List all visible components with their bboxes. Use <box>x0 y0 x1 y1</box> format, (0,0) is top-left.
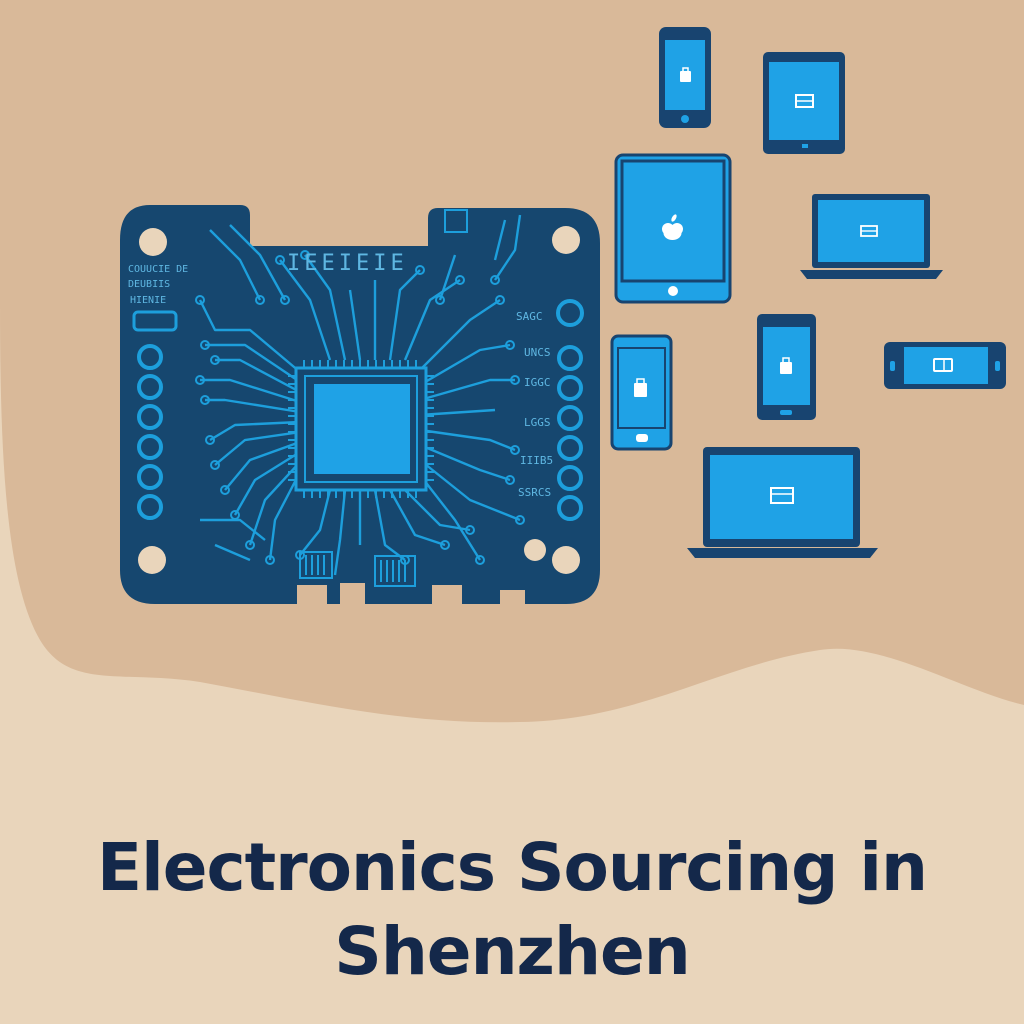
bag-icon <box>634 378 647 397</box>
silkscreen-text: IEEIEIE COUUCIE DE DEUBIIS HIENIE SAGC U… <box>128 251 553 499</box>
board-right-label: SAGC <box>516 310 543 323</box>
laptop-device <box>687 447 878 558</box>
chip-pins <box>288 360 434 498</box>
board-right-label: IGGC <box>524 376 551 389</box>
vias <box>195 250 525 565</box>
board-right-label: SSRCS <box>518 486 551 499</box>
board-left-label: HIENIE <box>130 295 166 306</box>
microchip <box>288 360 434 498</box>
board-right-label: IIIB5 <box>520 454 553 467</box>
circuit-board: IEEIEIE COUUCIE DE DEUBIIS HIENIE SAGC U… <box>120 205 600 604</box>
board-top-marks: IEEIEIE <box>287 251 408 276</box>
phone-device <box>610 334 673 451</box>
circuit-traces <box>198 214 522 576</box>
window-icon <box>860 225 878 237</box>
phone-device <box>757 314 816 420</box>
title-line-1: Electronics Sourcing in <box>96 829 928 907</box>
window-icon <box>795 94 814 108</box>
left-connector <box>132 310 178 332</box>
bag-icon <box>780 357 792 374</box>
window-icon <box>770 487 794 504</box>
board-components <box>299 209 468 587</box>
bag-icon <box>680 67 691 82</box>
title-line-2: Shenzhen <box>334 913 690 991</box>
tablet-device <box>763 52 845 154</box>
right-pin-header <box>556 299 584 521</box>
left-pin-header <box>137 344 163 520</box>
tablet-device <box>614 153 732 304</box>
board-right-label: UNCS <box>524 346 551 359</box>
board-left-label: DEUBIIS <box>128 279 170 290</box>
board-left-label: COUUCIE DE <box>128 264 188 275</box>
board-right-label: LGGS <box>524 416 551 429</box>
mounting-holes <box>138 226 580 574</box>
laptop-device <box>800 194 943 279</box>
devices <box>610 27 1006 558</box>
apple-logo-icon <box>662 214 683 240</box>
page-title: Electronics Sourcing in Shenzhen <box>0 826 1024 994</box>
window-icon <box>933 358 953 372</box>
phone-landscape-device <box>884 342 1006 389</box>
phone-device <box>659 27 711 128</box>
